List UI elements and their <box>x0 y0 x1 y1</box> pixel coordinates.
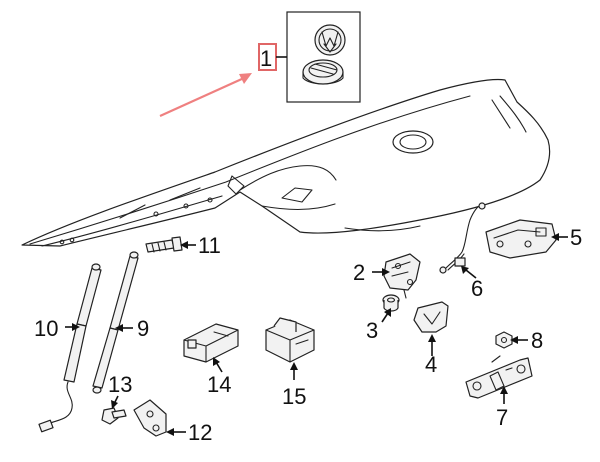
callout-7: 7 <box>496 405 508 430</box>
emblem-clip <box>302 59 344 85</box>
callout-8: 8 <box>531 328 543 353</box>
callout-3: 3 <box>366 318 378 343</box>
gas-strut-right <box>92 251 139 394</box>
callout-4: 4 <box>425 352 437 377</box>
callout-2: 2 <box>353 260 365 285</box>
vw-emblem-icon <box>314 24 346 56</box>
callout-10: 10 <box>34 316 58 341</box>
control-module <box>183 323 239 363</box>
lock-actuator <box>485 219 557 259</box>
bushing <box>382 294 400 312</box>
emblem-inset <box>258 11 361 103</box>
release-cable <box>439 202 486 274</box>
switch-unit <box>265 317 315 363</box>
callout-11: 11 <box>198 233 221 258</box>
leader-lines <box>65 233 568 436</box>
striker <box>413 301 449 333</box>
callout-labels: 1 2 3 4 5 6 7 8 9 10 11 12 13 14 15 <box>34 46 582 445</box>
callout-5: 5 <box>570 225 582 250</box>
strut-bracket <box>133 399 167 437</box>
callout-6: 6 <box>471 276 483 301</box>
emblem-recess <box>392 130 434 154</box>
latch <box>383 253 421 299</box>
callout-15: 15 <box>282 384 306 409</box>
gas-strut-left <box>38 263 102 433</box>
callout-14: 14 <box>207 372 231 397</box>
bolt-lower <box>101 407 127 425</box>
nut <box>495 331 513 349</box>
callout-9: 9 <box>137 316 149 341</box>
red-pointer-arrow <box>159 73 252 118</box>
trunk-lid <box>21 78 551 247</box>
callout-12: 12 <box>188 420 212 445</box>
mounting-bracket <box>465 355 533 399</box>
callout-13: 13 <box>108 372 132 397</box>
callout-1: 1 <box>260 46 272 71</box>
bolt-upper <box>145 236 183 253</box>
